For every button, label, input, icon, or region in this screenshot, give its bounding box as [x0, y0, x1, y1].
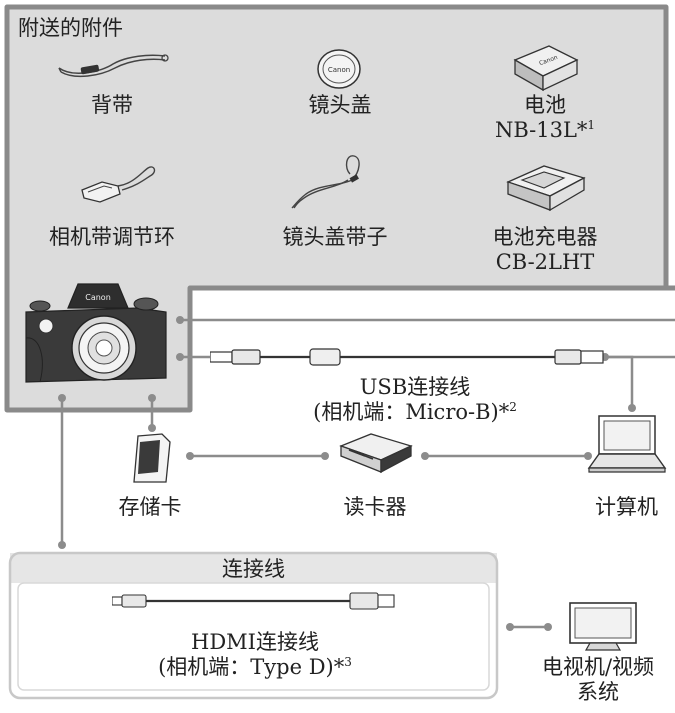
dot-hdmi-right — [506, 623, 514, 631]
battery-label-line1: 电池 — [524, 93, 566, 117]
dot-computer-left — [584, 452, 592, 460]
supplied-title: 附送的附件 — [18, 16, 123, 40]
strap-adjuster-icon — [81, 166, 156, 203]
dot-tv-left — [544, 623, 552, 631]
battery-charger-icon — [506, 165, 586, 212]
dot-camera-usb — [176, 353, 184, 361]
dot-camera-bottom-a — [58, 394, 66, 402]
hdmi-cable-icon — [112, 592, 395, 610]
tv-icon — [569, 602, 637, 651]
cable-section-title: 连接线 — [222, 557, 285, 581]
charger-label-line2: CB-2LHT — [495, 250, 595, 274]
battery-model: NB-13L* — [494, 118, 588, 142]
strap-adjuster-label: 相机带调节环 — [49, 225, 175, 249]
charger-label-line1: 电池充电器 — [492, 225, 598, 249]
charger-label: 电池充电器 CB-2LHT — [483, 225, 607, 275]
svg-text:Canon: Canon — [328, 66, 350, 74]
cable-panel-inner — [17, 582, 490, 691]
camera-icon: Canon — [25, 283, 167, 383]
dot-hdmi-top — [58, 541, 66, 549]
dot-camera-bottom-b — [148, 394, 156, 402]
dot-card-top — [148, 424, 156, 432]
memory-card-label: 存储卡 — [118, 495, 182, 519]
battery-icon: Canon — [513, 45, 579, 92]
battery-footnote: 1 — [587, 118, 596, 132]
tv-label-line2: 系统 — [577, 680, 619, 704]
dot-computer-top — [628, 404, 636, 412]
tv-label: 电视机/视频 系统 — [528, 655, 668, 705]
lens-cap-icon: Canon — [317, 49, 361, 89]
strap-label: 背带 — [91, 93, 133, 117]
hdmi-cable-line2: (相机端：Type D)*3 — [150, 655, 360, 680]
hdmi-cable-spec: (相机端：Type D)* — [158, 655, 345, 679]
lens-cap-strap-icon — [291, 155, 360, 209]
hdmi-cable-line1: HDMI连接线 — [191, 630, 319, 654]
cable-panel — [8, 551, 499, 700]
dot-camera-right — [176, 316, 184, 324]
usb-cable-footnote: 2 — [509, 400, 517, 414]
usb-cable-icon — [210, 348, 604, 366]
usb-cable-label: USB连接线 (相机端：Micro-B)*2 — [300, 375, 530, 425]
dot-reader-right — [421, 452, 429, 460]
battery-label-line2: NB-13L*1 — [483, 118, 607, 143]
lens-cap-strap-label: 镜头盖带子 — [282, 225, 388, 249]
card-reader-label: 读卡器 — [343, 495, 407, 519]
svg-text:Canon: Canon — [85, 293, 111, 302]
hdmi-cable-footnote: 3 — [344, 655, 352, 669]
usb-cable-spec: (相机端：Micro-B)* — [313, 400, 510, 424]
usb-cable-line2: (相机端：Micro-B)*2 — [300, 400, 530, 425]
battery-label: 电池 NB-13L*1 — [483, 93, 607, 143]
memory-card-icon — [133, 433, 171, 483]
usb-cable-line1: USB连接线 — [359, 375, 471, 399]
tv-label-line1: 电视机/视频 — [541, 655, 655, 679]
dot-reader-left — [321, 452, 329, 460]
cable-panel-header — [10, 553, 497, 583]
lens-cap-label: 镜头盖 — [308, 93, 372, 117]
dot-card-right — [186, 452, 194, 460]
card-reader-icon — [339, 433, 413, 474]
laptop-icon — [587, 415, 667, 473]
line-usb-to-computer — [605, 355, 634, 408]
neck-strap-icon — [58, 54, 169, 78]
computer-label: 计算机 — [595, 495, 658, 519]
hdmi-cable-label: HDMI连接线 (相机端：Type D)*3 — [150, 630, 360, 680]
